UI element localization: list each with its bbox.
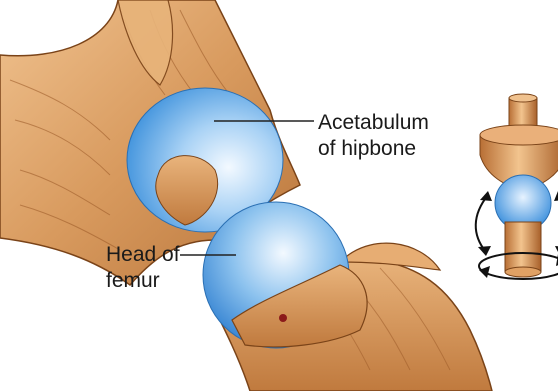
- ball-and-socket-model: [480, 94, 558, 277]
- acetabulum-label-line1: Acetabulum: [318, 110, 429, 136]
- femoral-mark: [279, 314, 287, 322]
- acetabulum-label: Acetabulum of hipbone: [318, 110, 429, 162]
- femoral-head-label-line1: Head of: [106, 242, 180, 268]
- femoral-head-label: Head of femur: [106, 242, 180, 294]
- femoral-head-label-line2: femur: [106, 268, 180, 294]
- acetabulum-label-line2: of hipbone: [318, 136, 429, 162]
